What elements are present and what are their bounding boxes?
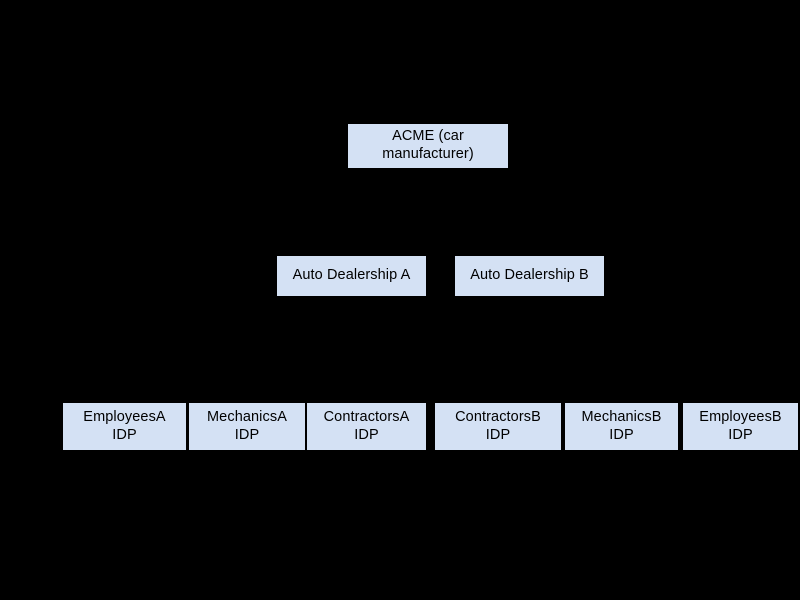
node-employees-b-idp[interactable]: EmployeesB IDP bbox=[683, 403, 798, 450]
connector-dealership-b-to-employees-b-idp bbox=[529, 296, 741, 403]
connector-dealership-a-to-employees-a-idp bbox=[124, 296, 352, 403]
connector-dealership-a-to-mechanics-a-idp bbox=[246, 296, 352, 403]
node-contractors-a-idp[interactable]: ContractorsA IDP bbox=[307, 403, 426, 450]
connector-dealership-a-to-contractors-a-idp bbox=[351, 296, 367, 403]
node-contractors-b-idp[interactable]: ContractorsB IDP bbox=[435, 403, 561, 450]
connector-dealership-b-to-contractors-b-idp bbox=[497, 296, 530, 403]
node-acme[interactable]: ACME (car manufacturer) bbox=[348, 124, 508, 168]
node-dealership-b[interactable]: Auto Dealership B bbox=[455, 256, 604, 296]
node-mechanics-b-idp[interactable]: MechanicsB IDP bbox=[565, 403, 678, 450]
connector-acme-to-dealership-b bbox=[427, 168, 530, 256]
node-mechanics-a-idp[interactable]: MechanicsA IDP bbox=[189, 403, 305, 450]
connector-dealership-b-to-mechanics-b-idp bbox=[529, 296, 622, 403]
connector-acme-to-dealership-a bbox=[351, 168, 429, 256]
node-employees-a-idp[interactable]: EmployeesA IDP bbox=[63, 403, 186, 450]
node-dealership-a[interactable]: Auto Dealership A bbox=[277, 256, 426, 296]
